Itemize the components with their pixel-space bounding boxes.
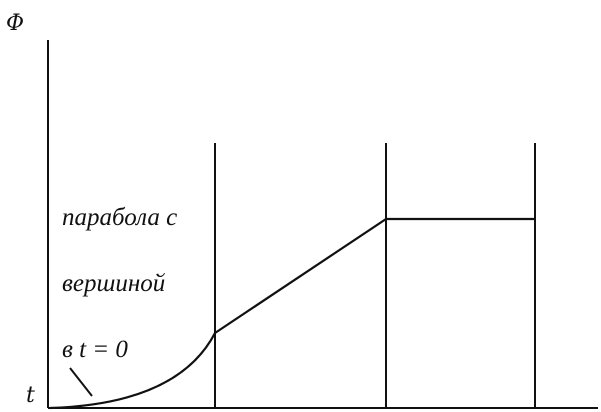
parabola-segment (48, 331, 217, 410)
x-axis-label: t (26, 383, 35, 408)
annotation-line-2: вершиной (62, 270, 166, 297)
y-axis-label: Φ (6, 11, 24, 36)
annotation-line-3: в t = 0 (62, 336, 128, 363)
linear-segment (213, 217, 388, 335)
annotation-pointer (69, 367, 93, 397)
annotation-line-1: парабола с (62, 204, 177, 231)
